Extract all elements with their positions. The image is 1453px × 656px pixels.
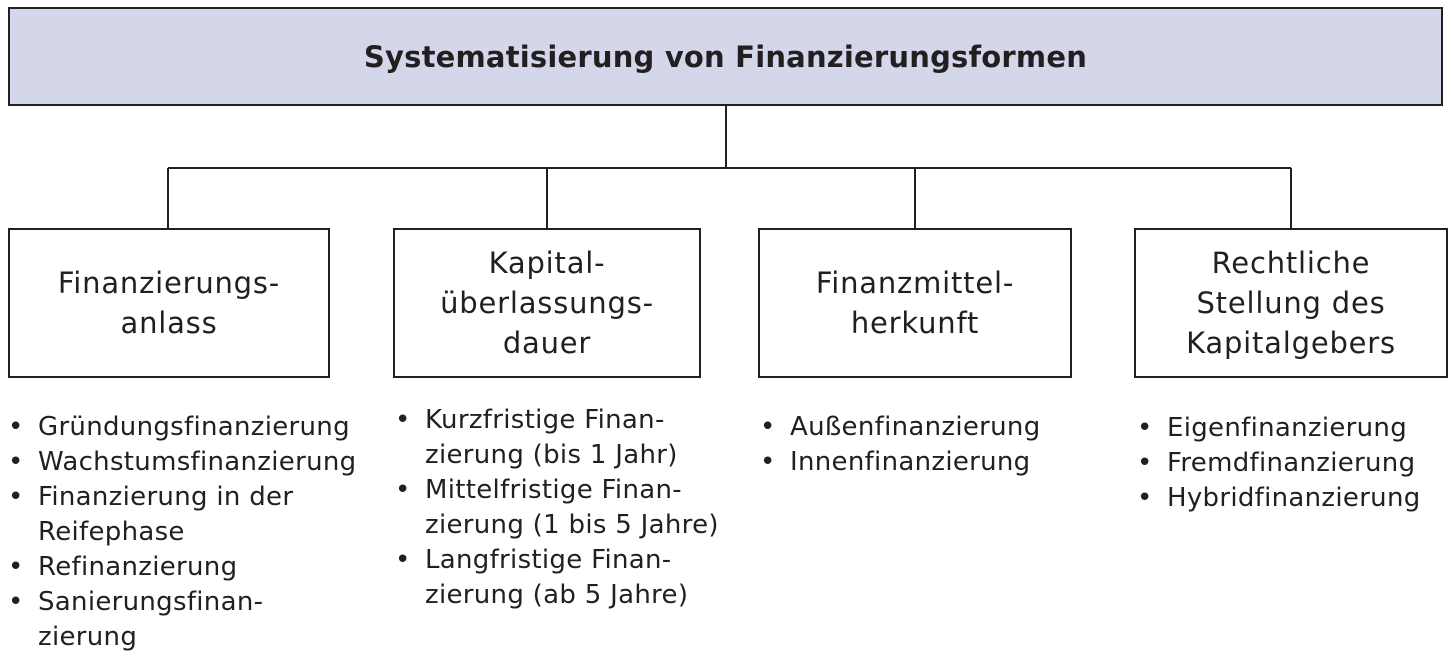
- category-label-line: Rechtliche: [1211, 246, 1371, 280]
- list-item: • Hybridfinanzierung: [1137, 481, 1421, 516]
- title-box: Systematisierung von Finanzierungsformen: [8, 7, 1443, 106]
- list-item-text: Fremdfinanzierung: [1167, 448, 1416, 478]
- category-label: Rechtliche Stellung des Kapitalgebers: [1186, 243, 1396, 363]
- list-item-text: Wachstumsfinanzierung: [38, 447, 357, 477]
- list-item: • Kurzfristige Finan- zierung (bis 1 Jah…: [395, 403, 719, 473]
- list-item-text: Außenfinanzierung: [790, 412, 1041, 442]
- diagram-title: Systematisierung von Finanzierungsformen: [363, 39, 1088, 74]
- list-item: • Eigenfinanzierung: [1137, 411, 1421, 446]
- category-label: Kapital- überlassungs- dauer: [440, 243, 654, 363]
- list-item: • Refinanzierung: [8, 550, 356, 585]
- list-item-text: zierung: [38, 622, 138, 652]
- list-item-text: Innenfinanzierung: [790, 447, 1031, 477]
- list-item-text: Kurzfristige Finan-: [425, 405, 665, 435]
- category-label: Finanzierungs- anlass: [58, 263, 280, 343]
- list-item-text: zierung (ab 5 Jahre): [425, 580, 689, 610]
- category-box-kapitalueberlassungsdauer: Kapital- überlassungs- dauer: [393, 228, 701, 378]
- list-item: • Finanzierung in der Reifephase: [8, 480, 356, 550]
- list-item: • Innenfinanzierung: [760, 445, 1041, 480]
- category-box-rechtliche-stellung: Rechtliche Stellung des Kapitalgebers: [1134, 228, 1448, 378]
- category-label-line: Finanzmittel-: [815, 266, 1015, 300]
- category-label: Finanzmittel- herkunft: [816, 263, 1014, 343]
- bullet-icon: •: [760, 412, 776, 442]
- list-rechtliche-stellung: • Eigenfinanzierung • Fremdfinanzierung …: [1137, 411, 1421, 516]
- category-label-line: herkunft: [850, 306, 980, 340]
- list-item-text: Langfristige Finan-: [425, 545, 672, 575]
- category-label-line: Kapital-: [488, 246, 606, 280]
- list-item-text: Eigenfinanzierung: [1167, 413, 1408, 443]
- list-item-text: zierung (bis 1 Jahr): [425, 440, 678, 470]
- list-item-text: Mittelfristige Finan-: [425, 475, 682, 505]
- list-finanzierungsanlass: • Gründungsfinanzierung • Wachstumsfinan…: [8, 410, 356, 655]
- list-item-text: Reifephase: [38, 517, 185, 547]
- list-item: • Mittelfristige Finan- zierung (1 bis 5…: [395, 473, 719, 543]
- list-item: • Langfristige Finan- zierung (ab 5 Jahr…: [395, 543, 719, 613]
- category-label-line: überlassungs-: [440, 286, 654, 320]
- list-item-text: Sanierungsfinan-: [38, 587, 264, 617]
- list-item-text: Refinanzierung: [38, 552, 238, 582]
- list-finanzmittelherkunft: • Außenfinanzierung • Innenfinanzierung: [760, 410, 1041, 480]
- list-item-text: Finanzierung in der: [38, 482, 294, 512]
- bullet-icon: •: [8, 587, 24, 617]
- list-item-text: Hybridfinanzierung: [1167, 483, 1421, 513]
- list-item: • Fremdfinanzierung: [1137, 446, 1421, 481]
- bullet-icon: •: [1137, 483, 1153, 513]
- bullet-icon: •: [395, 475, 411, 505]
- category-label-line: dauer: [502, 326, 592, 360]
- category-label-line: anlass: [120, 306, 218, 340]
- bullet-icon: •: [8, 412, 24, 442]
- list-item: • Sanierungsfinan- zierung: [8, 585, 356, 655]
- bullet-icon: •: [395, 405, 411, 435]
- bullet-icon: •: [395, 545, 411, 575]
- list-item-text: zierung (1 bis 5 Jahre): [425, 510, 719, 540]
- bullet-icon: •: [8, 447, 24, 477]
- category-label-line: Finanzierungs-: [57, 266, 281, 300]
- bullet-icon: •: [8, 482, 24, 512]
- category-box-finanzierungsanlass: Finanzierungs- anlass: [8, 228, 330, 378]
- category-box-finanzmittelherkunft: Finanzmittel- herkunft: [758, 228, 1072, 378]
- list-item: • Außenfinanzierung: [760, 410, 1041, 445]
- list-item: • Gründungsfinanzierung: [8, 410, 356, 445]
- bullet-icon: •: [1137, 413, 1153, 443]
- bullet-icon: •: [1137, 448, 1153, 478]
- list-item: • Wachstumsfinanzierung: [8, 445, 356, 480]
- list-kapitalueberlassungsdauer: • Kurzfristige Finan- zierung (bis 1 Jah…: [395, 403, 719, 613]
- category-label-line: Kapitalgebers: [1186, 326, 1396, 360]
- bullet-icon: •: [760, 447, 776, 477]
- category-label-line: Stellung des: [1196, 286, 1386, 320]
- bullet-icon: •: [8, 552, 24, 582]
- list-item-text: Gründungsfinanzierung: [38, 412, 350, 442]
